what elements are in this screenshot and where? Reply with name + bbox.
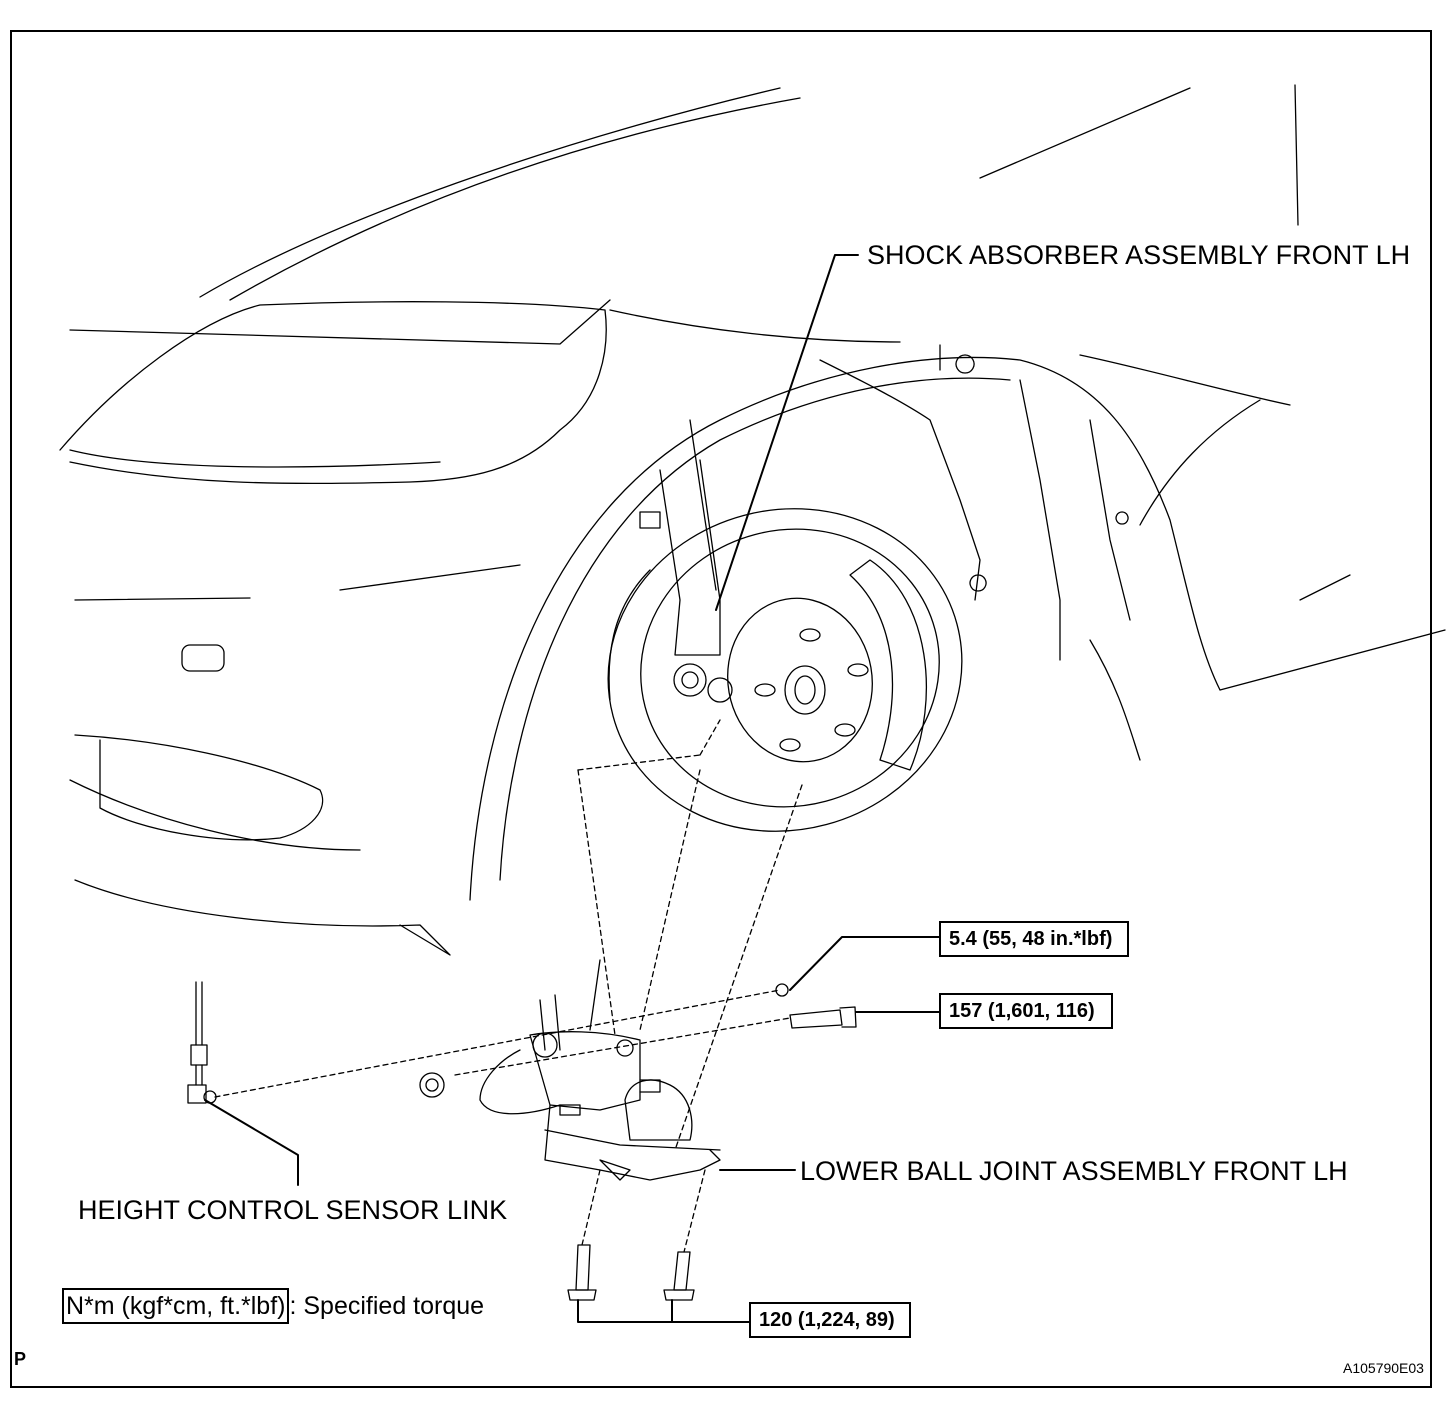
height-sensor-link-part: [187, 981, 217, 1104]
fasteners: [567, 983, 857, 1301]
height-sensor-link-label: HEIGHT CONTROL SENSOR LINK: [78, 1195, 508, 1225]
shock-absorber-label: SHOCK ABSORBER ASSEMBLY FRONT LH: [867, 240, 1411, 270]
legend-meaning: : Specified torque: [289, 1292, 485, 1320]
figure-id: A105790E03: [1343, 1360, 1424, 1376]
alignment-lines: [214, 719, 803, 1253]
diagram-frame: [10, 30, 1432, 1388]
torque-legend: N*m (kgf*cm, ft.*lbf): Specified torque: [62, 1288, 485, 1324]
brake-disc-assembly: [607, 419, 963, 832]
leader-lines: [204, 254, 941, 1323]
corner-mark: P: [14, 1349, 27, 1369]
torque-lower-bolts-box: 120 (1,224, 89): [749, 1302, 911, 1338]
lower-ball-joint-label: LOWER BALL JOINT ASSEMBLY FRONT LH: [800, 1156, 1348, 1186]
legend-units-box: N*m (kgf*cm, ft.*lbf): [62, 1288, 290, 1324]
lower-ball-joint-part: [419, 959, 721, 1181]
torque-bolt-box: 157 (1,601, 116): [939, 993, 1113, 1029]
car-body-outline: [59, 84, 1446, 956]
torque-nut-box: 5.4 (55, 48 in.*lbf): [939, 921, 1129, 957]
